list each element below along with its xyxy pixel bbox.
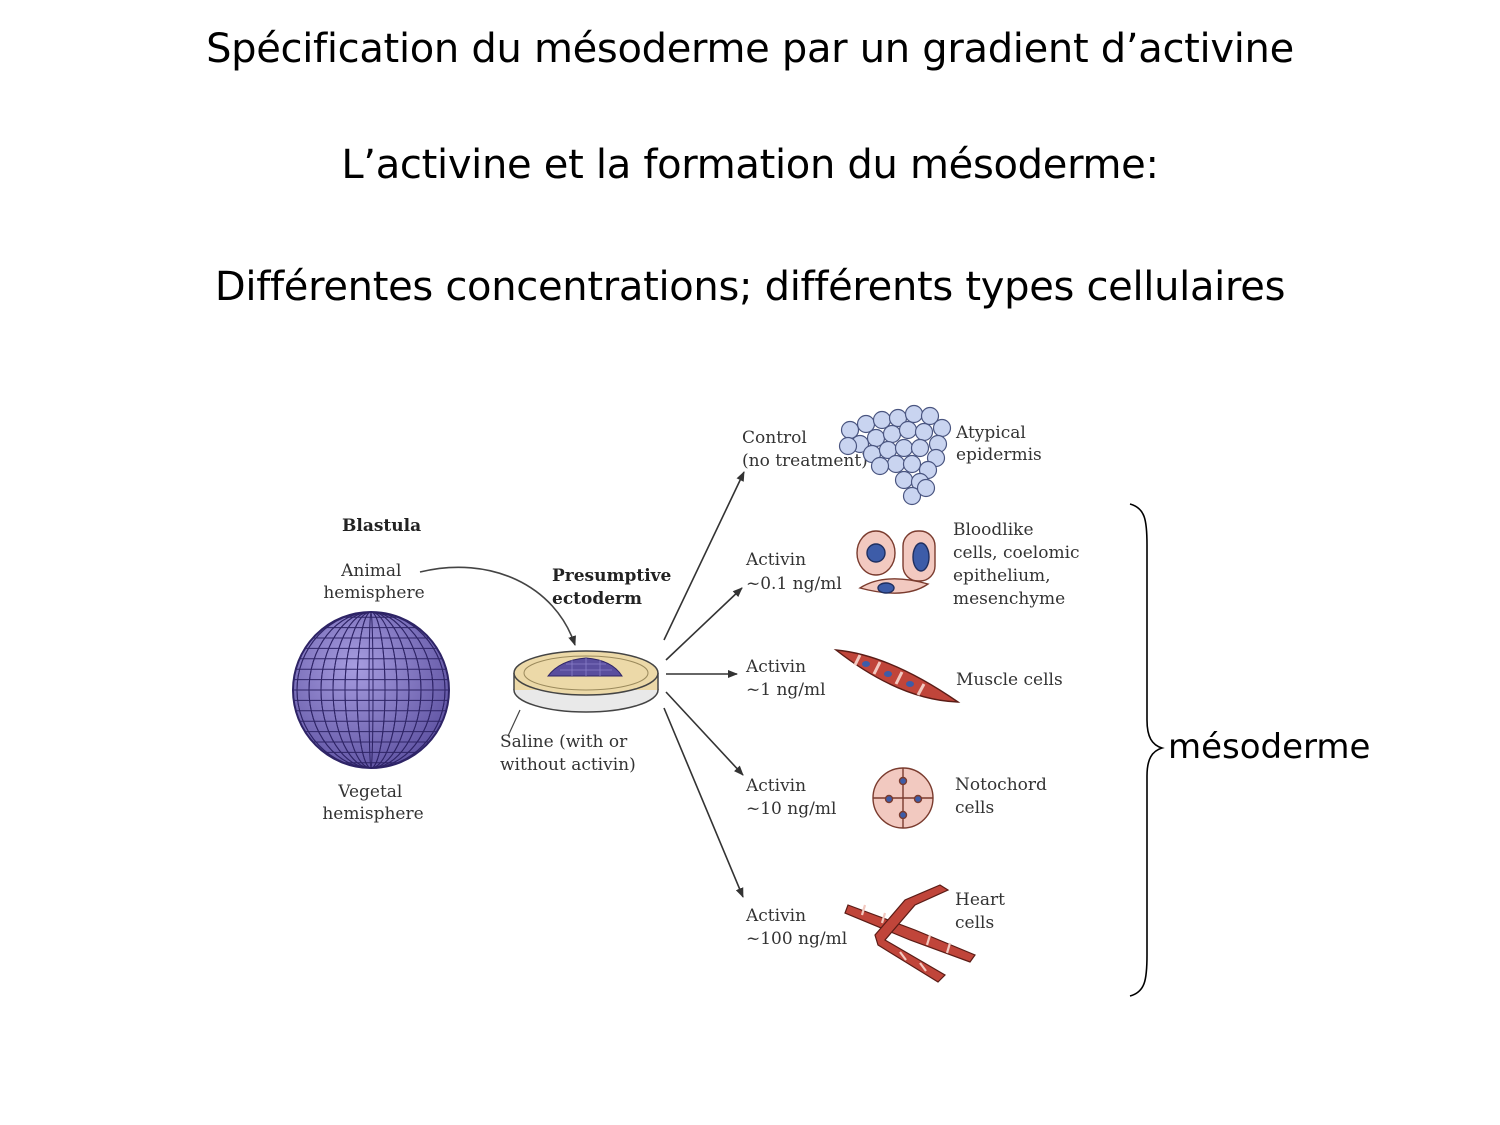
mesoderm-label: mésoderme — [1168, 727, 1370, 767]
result-muscle-label: Muscle cells — [956, 670, 1063, 690]
result-bloodlike-label: Bloodlike cells, coelomic epithelium, me… — [953, 520, 1085, 609]
blastula-sphere-icon — [292, 611, 450, 769]
mesoderm-brace — [1129, 503, 1165, 997]
treatment-control-label: Control (no treatment) — [742, 428, 868, 471]
explant-arrow — [419, 566, 576, 646]
arrow-activin-10 — [665, 691, 744, 776]
slide-subtitle-2: Différentes concentrations; différents t… — [214, 264, 1286, 310]
blastula-label: Blastula — [342, 516, 421, 536]
treatment-activin-10-label: Activin ~10 ng/ml — [745, 776, 836, 819]
arrow-control — [663, 471, 745, 641]
arrow-activin-100 — [663, 707, 744, 898]
arrow-activin-0-1 — [665, 587, 743, 661]
vegetal-hemisphere-label: Vegetal hemisphere — [322, 782, 423, 824]
muscle-cell-icon — [833, 649, 961, 703]
result-notochord-label: Notochord cells — [955, 775, 1052, 818]
saline-pointer — [507, 709, 521, 737]
result-heart-label: Heart cells — [955, 890, 1010, 933]
treatment-activin-1-label: Activin ~1 ng/ml — [745, 657, 826, 700]
heart-cells-icon — [844, 884, 976, 983]
notochord-cells-icon — [872, 767, 934, 829]
bloodlike-cells-icon — [856, 530, 936, 594]
result-atypical-epidermis-label: Atypical epidermis — [955, 423, 1042, 465]
treatment-activin-0-1-label: Activin ~0.1 ng/ml — [745, 550, 842, 594]
slide-subtitle: L’activine et la formation du mésoderme: — [341, 142, 1159, 188]
treatment-activin-100-label: Activin ~100 ng/ml — [745, 906, 847, 949]
presumptive-ectoderm-label: Presumptive ectoderm — [552, 566, 677, 609]
branch-arrows — [663, 471, 745, 898]
petri-dish-icon — [513, 650, 659, 713]
animal-hemisphere-label: Animal hemisphere — [323, 561, 424, 603]
epidermis-cluster-icon — [838, 404, 952, 506]
saline-label: Saline (with or without activin) — [500, 732, 636, 775]
slide-title: Spécification du mésoderme par un gradie… — [206, 26, 1294, 72]
